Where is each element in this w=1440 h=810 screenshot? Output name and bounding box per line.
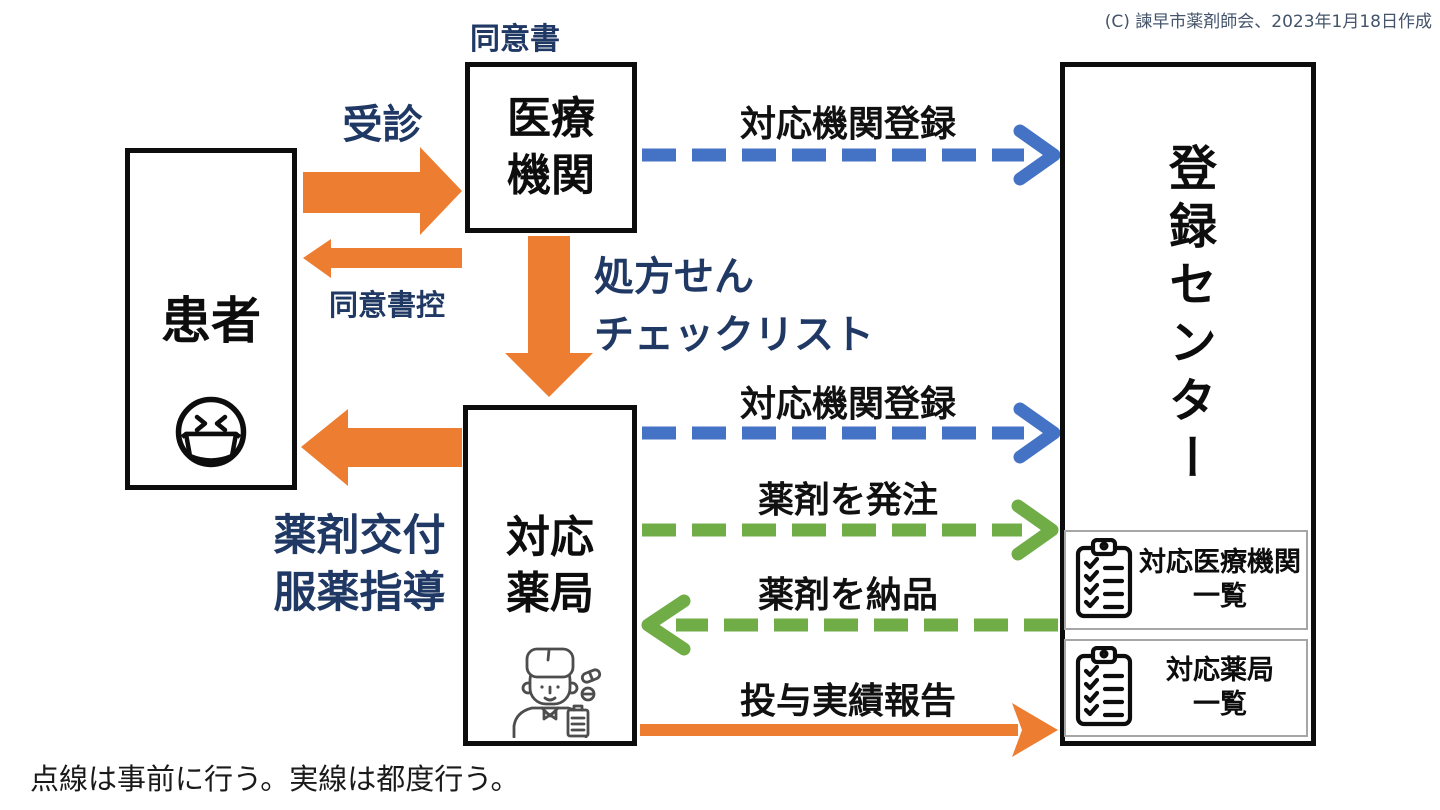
masked-face-icon bbox=[175, 396, 247, 468]
pharmacy-list-card: 対応薬局 一覧 bbox=[1064, 639, 1308, 737]
medical-list-card: 対応医療機関 一覧 bbox=[1064, 530, 1308, 630]
consent-form-label: 同意書 bbox=[470, 22, 560, 57]
clipboard-checklist-icon bbox=[1075, 646, 1133, 727]
dispensing-arrow bbox=[301, 409, 462, 486]
legend-footnote: 点線は事前に行う。実線は都度行う。 bbox=[30, 762, 520, 796]
dispensing-label: 薬剤交付 服薬指導 bbox=[273, 511, 446, 618]
copyright-note: (C) 諫早市薬剤師会、2023年1月18日作成 bbox=[1104, 12, 1432, 32]
patient-label: 患者 bbox=[161, 292, 261, 350]
patient-box: 患者 bbox=[125, 148, 297, 490]
pharmacist-icon bbox=[512, 647, 602, 738]
medical-institution-label: 医療 機関 bbox=[507, 93, 595, 201]
medical-list-label: 対応医療機関 一覧 bbox=[1139, 547, 1301, 612]
clipboard-checklist-icon bbox=[1075, 538, 1133, 619]
prescription-label: 処方せん チェックリスト bbox=[594, 254, 874, 358]
registration-center-label: 登録センター bbox=[1160, 143, 1216, 491]
registration-center-box: 登録センター bbox=[1060, 62, 1316, 746]
pharmacy-box: 対応 薬局 bbox=[463, 405, 637, 746]
visit-arrow bbox=[303, 147, 462, 235]
pharmacy-label: 対応 薬局 bbox=[506, 512, 594, 620]
report-label: 投与実績報告 bbox=[739, 681, 956, 722]
consent-copy-arrow bbox=[303, 239, 462, 278]
register-pharmacy-label: 対応機関登録 bbox=[739, 384, 956, 425]
visit-label: 受診 bbox=[342, 102, 423, 148]
register-medical-label: 対応機関登録 bbox=[739, 104, 956, 145]
deliver-label: 薬剤を納品 bbox=[757, 575, 938, 616]
prescription-arrow bbox=[505, 236, 593, 397]
pharmacy-list-label: 対応薬局 一覧 bbox=[1166, 655, 1274, 720]
order-label: 薬剤を発注 bbox=[757, 480, 938, 521]
medical-institution-box: 医療 機関 bbox=[465, 62, 637, 233]
consent-copy-label: 同意書控 bbox=[328, 288, 445, 322]
